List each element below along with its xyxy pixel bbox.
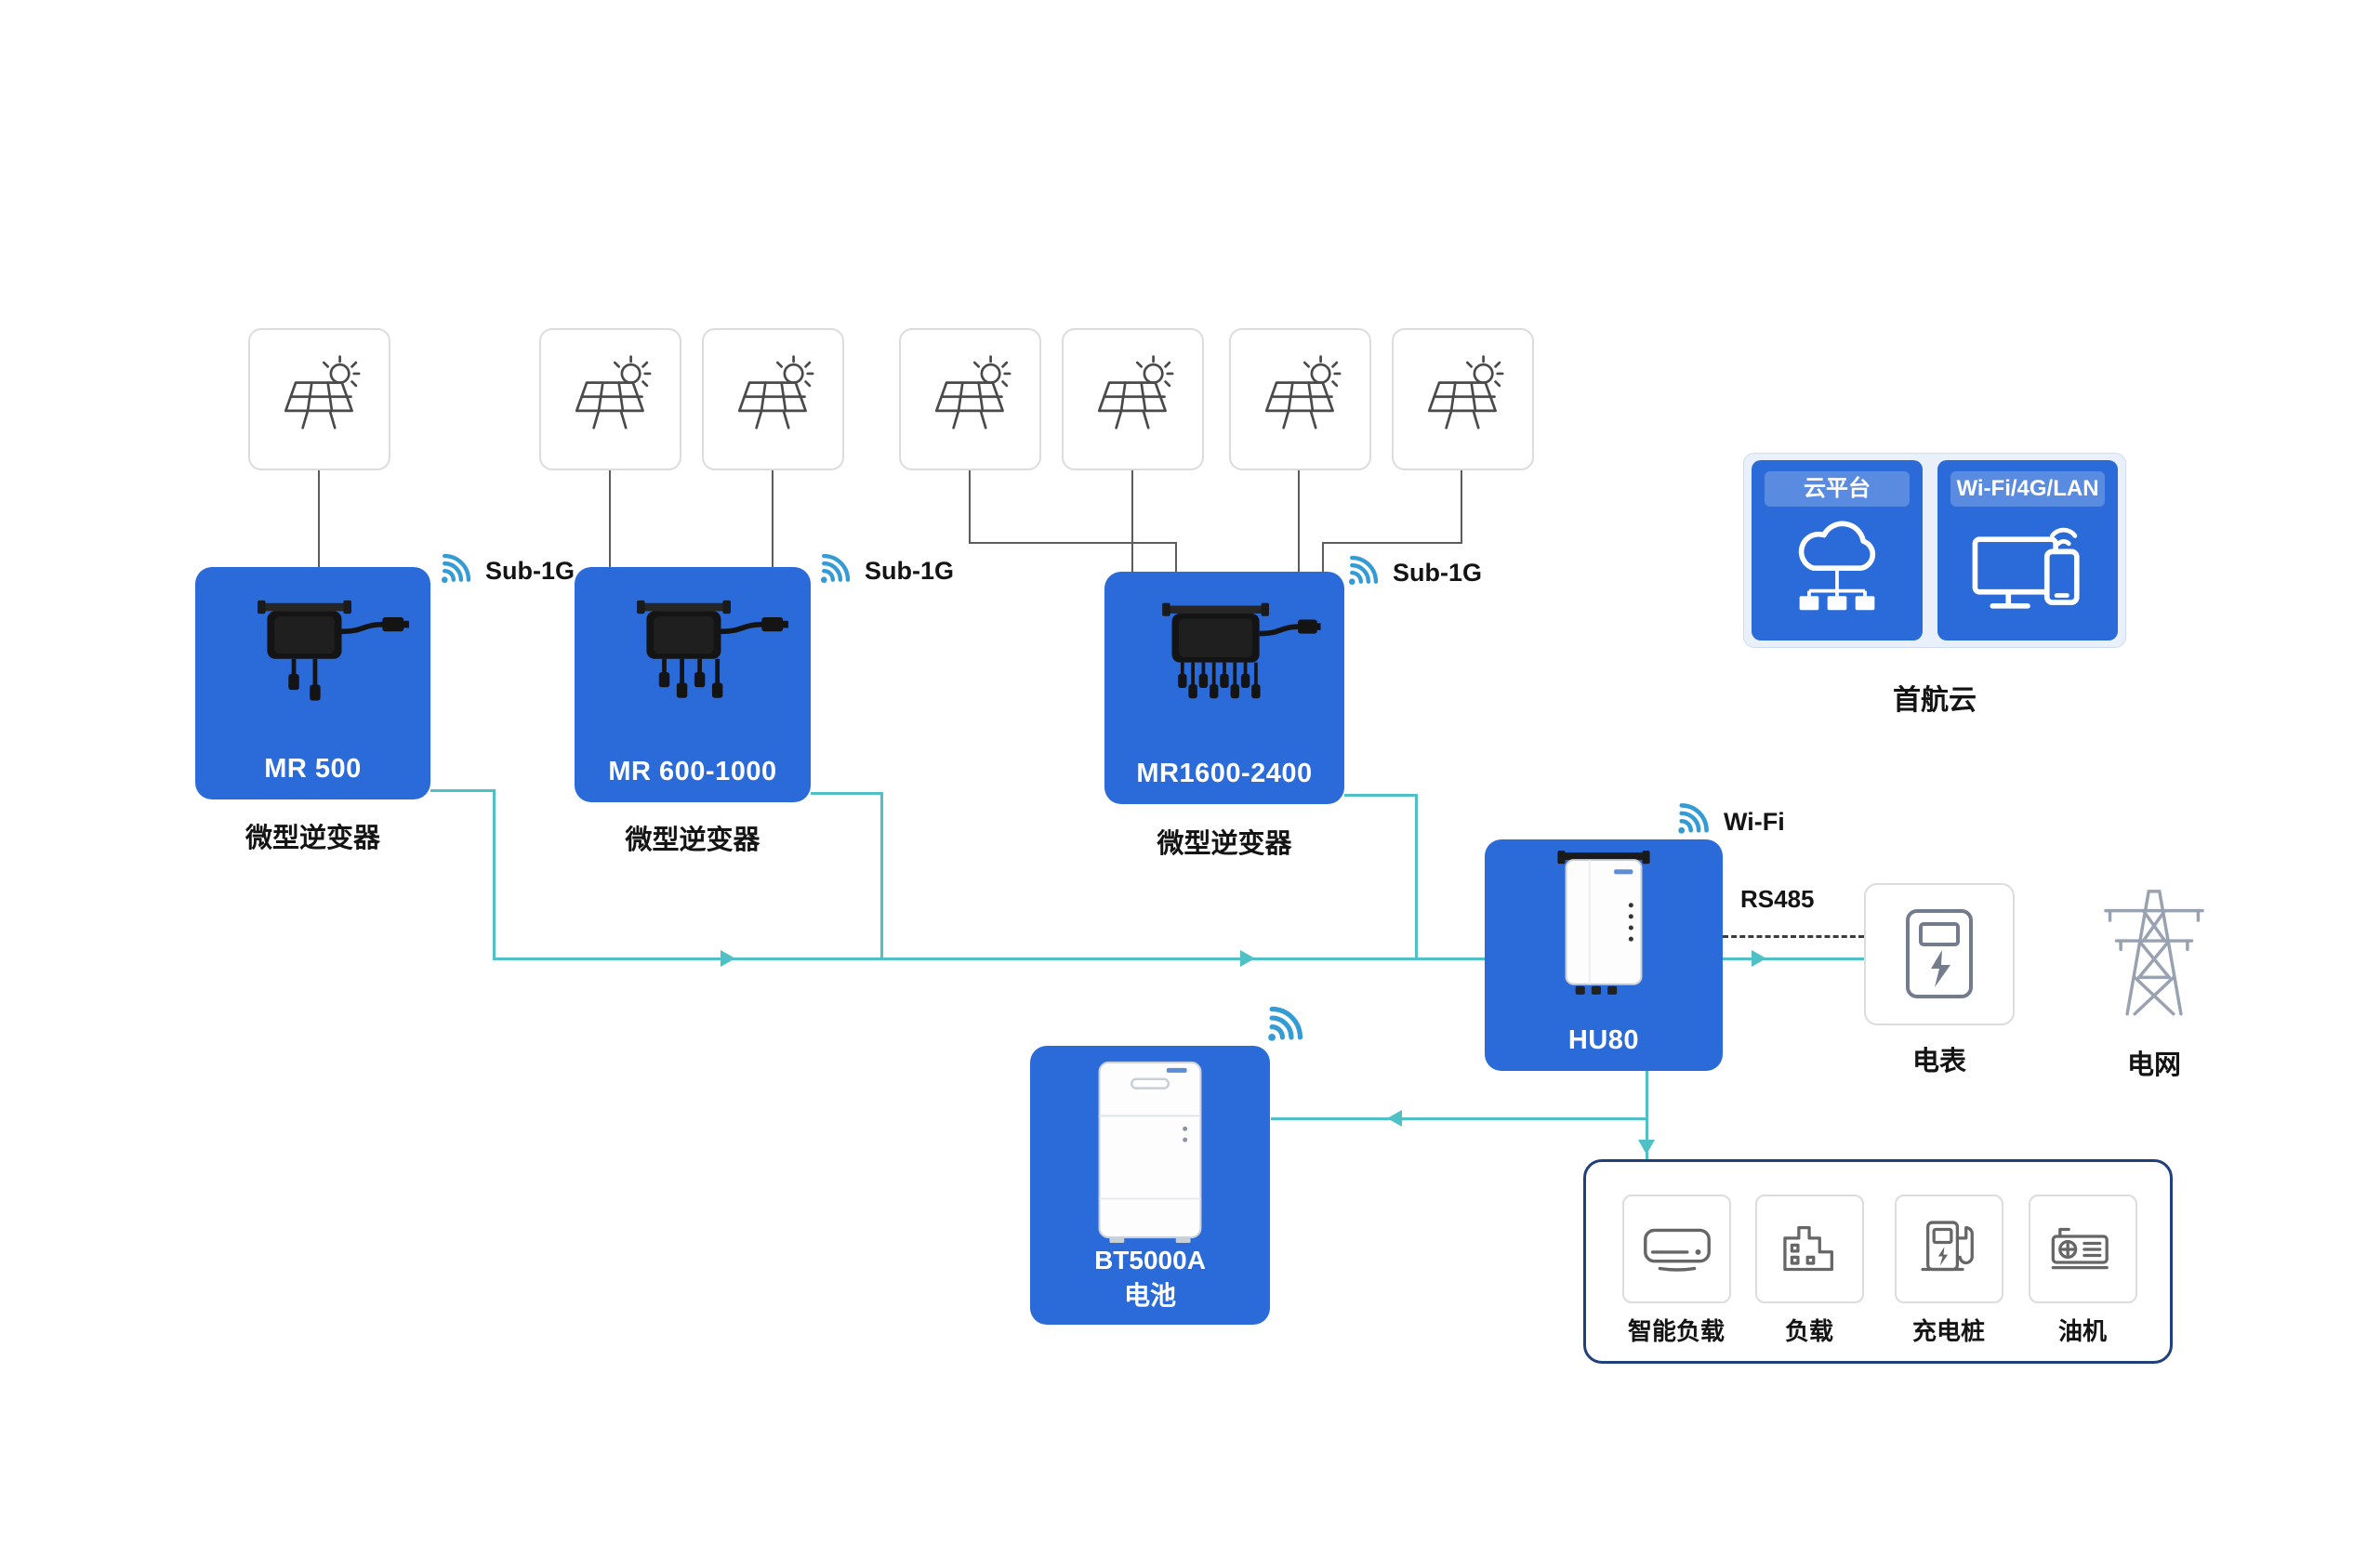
smart-load-label: 智能负载 [1627,1317,1725,1345]
solar-panel-card [899,328,1041,470]
pv-connector-line [1131,470,1133,573]
ac-line-to-loads [1646,1071,1648,1159]
smart-load-card [1622,1195,1731,1303]
ev-charger-card [1895,1195,2003,1303]
ev-charger-icon [1920,1220,1974,1271]
inverter-card-mr1600-2400: MR1600-2400 [1104,572,1344,804]
ac-line-to-battery [1271,1117,1647,1120]
inverter-card-mr500: MR 500 [195,567,430,799]
pv-connector-line [1322,542,1324,574]
pv-connector-line [318,470,320,567]
battery-unit-icon [1098,1061,1202,1244]
solar-panel-icon [934,354,1011,429]
wifi-label: Wi-Fi [1724,808,1785,836]
solar-panel-card [702,328,844,470]
load-label: 负载 [1784,1317,1833,1345]
solar-panel-icon [284,354,360,429]
solar-panel-card [1229,328,1371,470]
ac-line [1344,794,1418,797]
smart-load-icon [1643,1228,1711,1272]
wireless-signal-icon [1268,1006,1303,1041]
sub1g-radio: Sub-1G [1342,550,1482,591]
micro-inverter-icon [1162,602,1321,699]
solar-panel-icon [575,354,651,429]
generator-label: 油机 [2057,1317,2107,1345]
ac-bus-line [493,957,1485,960]
pv-connector-line [609,470,611,567]
meter-card [1864,883,2015,1025]
solar-panel-card [248,328,390,470]
arrow-down-icon [1638,1140,1655,1155]
pv-connector-line [1298,470,1300,573]
ac-line [880,792,883,960]
arrow-right-icon [1752,950,1766,967]
wireless-signal-icon [1348,555,1379,586]
sub1g-label: Sub-1G [485,557,575,585]
arrow-right-icon [721,950,735,967]
arrow-left-icon [1387,1110,1402,1127]
ac-line-to-meter [1723,957,1864,960]
wireless-signal-icon [1678,803,1709,834]
solar-panel-card [539,328,681,470]
rs485-dashed-line [1723,935,1864,938]
hub-name: HU80 [1567,1025,1640,1055]
solar-panel-card [1062,328,1204,470]
sub1g-label: Sub-1G [865,557,955,585]
micro-inverter-icon [257,600,409,701]
ev-charger-label: 充电桩 [1911,1317,1985,1345]
inverter-type-label: 微型逆变器 [245,824,380,853]
generator-card [2029,1195,2137,1303]
power-grid-icon [2104,890,2204,1016]
sub1g-label: Sub-1G [1393,559,1483,587]
pv-connector-line [1175,542,1177,574]
solar-panel-card [1392,328,1534,470]
grid-label: 电网 [2126,1050,2181,1080]
inverter-card-mr600-1000: MR 600-1000 [575,567,811,802]
meter-label: 电表 [1911,1047,1966,1076]
micro-inverter-icon [636,600,788,698]
ac-line [493,789,496,960]
wireless-signal-icon [441,553,471,584]
electric-meter-icon [1906,908,1973,998]
battery-name: BT5000A 电池 [1030,1243,1270,1314]
inverter-name: MR 500 [264,754,362,784]
cloud-platform-panel: 云平台 [1752,460,1923,640]
generator-icon [2051,1227,2109,1269]
inverter-type-label: 微型逆变器 [1157,829,1292,859]
solar-panel-icon [737,354,813,429]
ac-line [430,789,496,792]
cloud-platform-tab: 云平台 [1765,471,1910,507]
battery-card: BT5000A 电池 [1030,1046,1270,1325]
pv-connector-line [1322,542,1462,544]
ac-line [1415,794,1418,960]
pv-connector-line [969,470,971,544]
cloud-network-panel: Wi-Fi/4G/LAN [1937,460,2118,640]
inverter-name: MR 600-1000 [608,757,777,786]
solar-panel-icon [1264,354,1341,429]
pv-connector-line [969,542,1177,544]
load-building-icon [1782,1225,1833,1271]
battery-type: 电池 [1123,1281,1176,1310]
hybrid-unit-icon [1557,851,1650,995]
battery-model: BT5000A [1094,1246,1206,1274]
sub1g-radio: Sub-1G [814,548,954,589]
monitor-phone-icon [1972,527,2080,609]
inverter-type-label: 微型逆变器 [625,825,760,855]
wifi-radio: Wi-Fi [1672,798,1785,840]
pv-connector-line [1461,470,1462,544]
ac-line [811,792,883,795]
solar-panel-icon [1097,354,1173,429]
solar-panel-icon [1427,354,1503,429]
arrow-right-icon [1240,950,1255,967]
sub1g-radio: Sub-1G [435,548,575,589]
cloud-caption: 首航云 [1893,685,1977,716]
pv-connector-line [772,470,774,567]
load-card [1755,1195,1864,1303]
cloud-network-icon [1798,521,1876,611]
wireless-signal-icon [820,553,851,584]
inverter-name: MR1600-2400 [1136,759,1313,788]
hub-card-hu80: HU80 [1485,839,1723,1071]
rs485-label: RS485 [1740,885,1815,913]
cloud-network-tab: Wi-Fi/4G/LAN [1950,471,2105,507]
